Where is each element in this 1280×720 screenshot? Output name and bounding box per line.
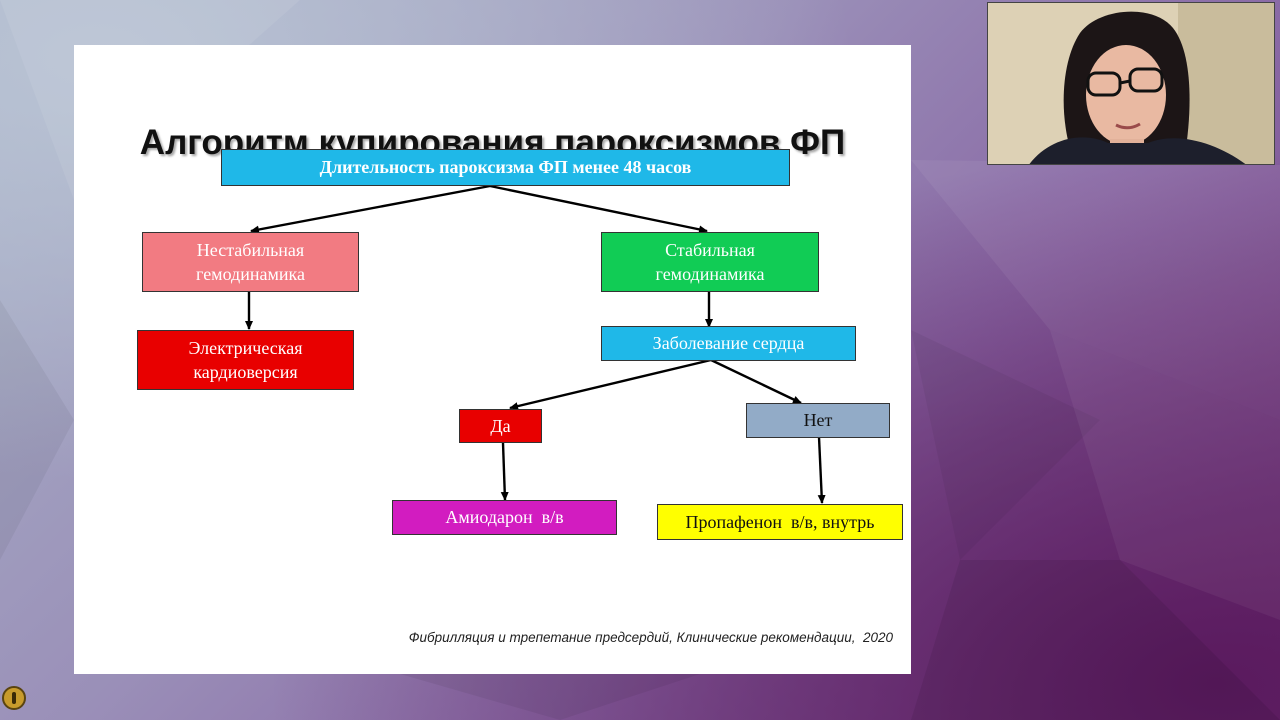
flow-node-root-label: Длительность пароксизма ФП менее 48 часо… xyxy=(319,157,692,178)
slide-citation: Фибрилляция и трепетание предсердий, Кли… xyxy=(408,630,893,645)
flow-node-propafenone-label: Пропафенон в/в, внутрь xyxy=(685,511,875,532)
arrow-heart-disease-to-yes xyxy=(509,358,712,411)
flow-node-yes-label: Да xyxy=(490,415,511,436)
arrow-yes-to-amiodarone xyxy=(500,442,509,501)
flow-node-no: Нет xyxy=(746,403,890,438)
flow-node-propafenone: Пропафенон в/в, внутрь xyxy=(657,504,903,540)
presenter-video-icon xyxy=(988,3,1274,164)
flow-node-heart-disease: Заболевание сердца xyxy=(601,326,856,361)
flowchart-arrows xyxy=(245,184,826,504)
channel-logo-icon[interactable] xyxy=(2,686,26,710)
arrow-heart-disease-to-no xyxy=(710,358,802,405)
flow-node-heart-disease-label: Заболевание сердца xyxy=(652,333,805,354)
flow-node-amiodarone: Амиодарон в/в xyxy=(392,500,617,535)
arrow-root-to-stable xyxy=(489,184,708,234)
arrow-no-to-propafenone xyxy=(817,436,826,504)
presenter-video xyxy=(987,2,1275,165)
flow-node-no-label: Нет xyxy=(803,410,833,431)
flow-node-yes: Да xyxy=(459,409,542,443)
flow-node-root: Длительность пароксизма ФП менее 48 часо… xyxy=(221,149,790,186)
arrow-root-to-unstable xyxy=(250,184,491,234)
flow-node-amiodarone-label: Амиодарон в/в xyxy=(445,507,564,528)
presentation-slide: Алгоритм купирования пароксизмов ФП Длит… xyxy=(74,45,911,674)
